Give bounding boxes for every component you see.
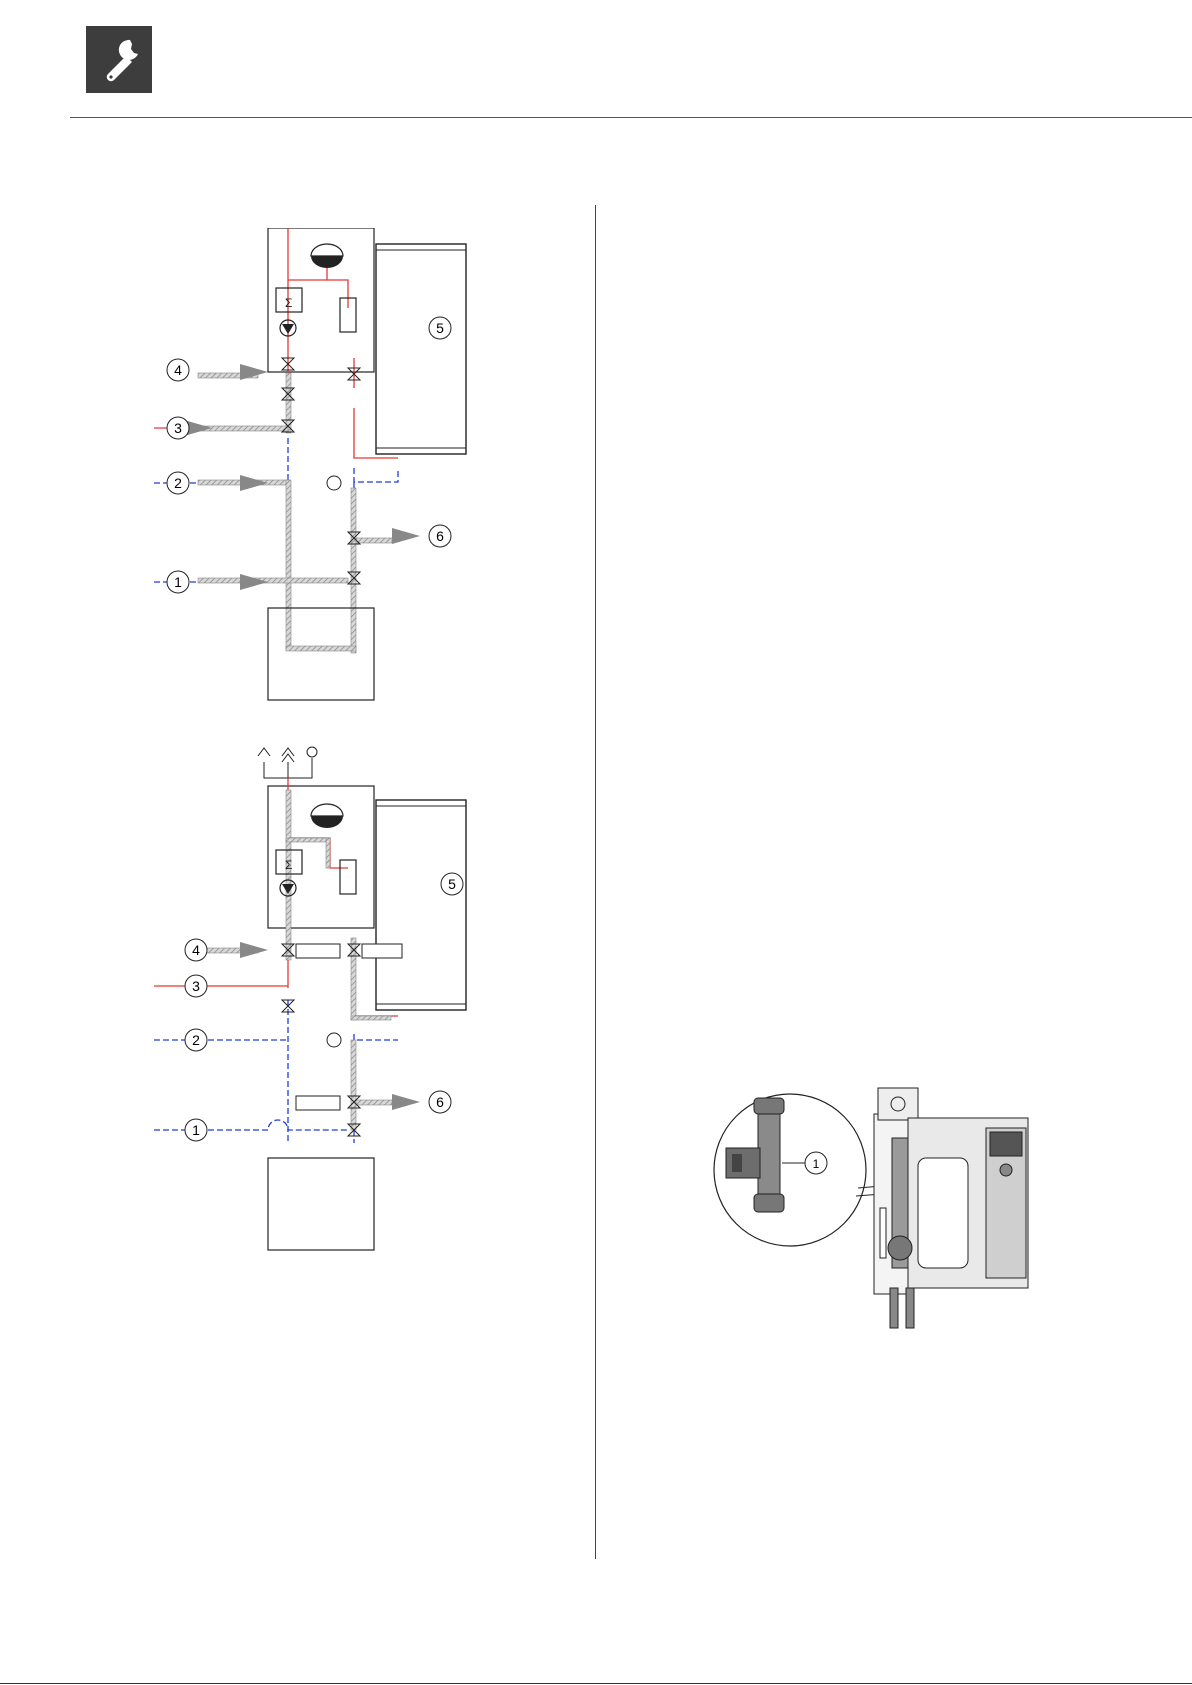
- callout-top-1: 1: [167, 571, 189, 593]
- bypass-pipe: [362, 944, 402, 958]
- column-divider: [595, 205, 596, 1559]
- wrench-icon: [86, 26, 152, 93]
- callout-bottom-2: 2: [185, 1029, 207, 1051]
- callout-top-2: 2: [167, 472, 189, 494]
- callout-bottom-4: 4: [185, 939, 207, 961]
- bypass-pipe: [296, 1096, 340, 1110]
- storage-tank: [376, 244, 466, 454]
- module-box: [268, 786, 374, 928]
- callout-product-1: 1: [805, 1152, 827, 1174]
- hydraulic-diagram-bottom: Σ 4 3 2 1 5 6: [140, 738, 520, 1258]
- callout-top-6: 6: [429, 525, 451, 547]
- expansion-vessel-icon: [311, 244, 343, 268]
- product-illustration: 1: [706, 1078, 1036, 1338]
- callout-top-5: 5: [429, 317, 451, 339]
- heat-pump-module: [874, 1088, 1028, 1328]
- svg-text:2: 2: [174, 475, 182, 491]
- header-divider: [70, 117, 1192, 118]
- flow-sensor-icon: [340, 860, 356, 894]
- svg-text:1: 1: [174, 574, 182, 590]
- svg-text:5: 5: [436, 320, 444, 336]
- buffer-tank: [268, 608, 374, 700]
- footer-divider: [0, 1683, 1192, 1684]
- callout-top-4: 4: [167, 359, 189, 381]
- svg-text:5: 5: [448, 876, 456, 892]
- svg-text:4: 4: [192, 942, 200, 958]
- svg-text:Σ: Σ: [285, 296, 292, 310]
- svg-text:Σ: Σ: [285, 858, 292, 872]
- callout-bottom-3: 3: [185, 975, 207, 997]
- svg-text:4: 4: [174, 362, 182, 378]
- svg-text:3: 3: [192, 978, 200, 994]
- callout-bottom-6: 6: [429, 1091, 451, 1113]
- bypass-pipe: [296, 944, 340, 958]
- svg-text:3: 3: [174, 420, 182, 436]
- svg-text:6: 6: [436, 1094, 444, 1110]
- buffer-tank: [268, 1158, 374, 1250]
- storage-tank: [376, 800, 466, 1010]
- svg-text:1: 1: [813, 1157, 820, 1171]
- callout-bottom-5: 5: [441, 873, 463, 895]
- expansion-vessel-icon: [311, 804, 343, 828]
- callout-top-3: 3: [167, 417, 189, 439]
- svg-text:2: 2: [192, 1032, 200, 1048]
- svg-text:1: 1: [192, 1122, 200, 1138]
- wrench-icon-badge: [86, 26, 152, 93]
- hydraulic-diagram-top: Σ 4 3 2 1 5 6: [140, 228, 520, 708]
- callout-bottom-1: 1: [185, 1119, 207, 1141]
- svg-text:6: 6: [436, 528, 444, 544]
- module-box: [268, 228, 374, 372]
- relief-valve-icons: [258, 747, 317, 778]
